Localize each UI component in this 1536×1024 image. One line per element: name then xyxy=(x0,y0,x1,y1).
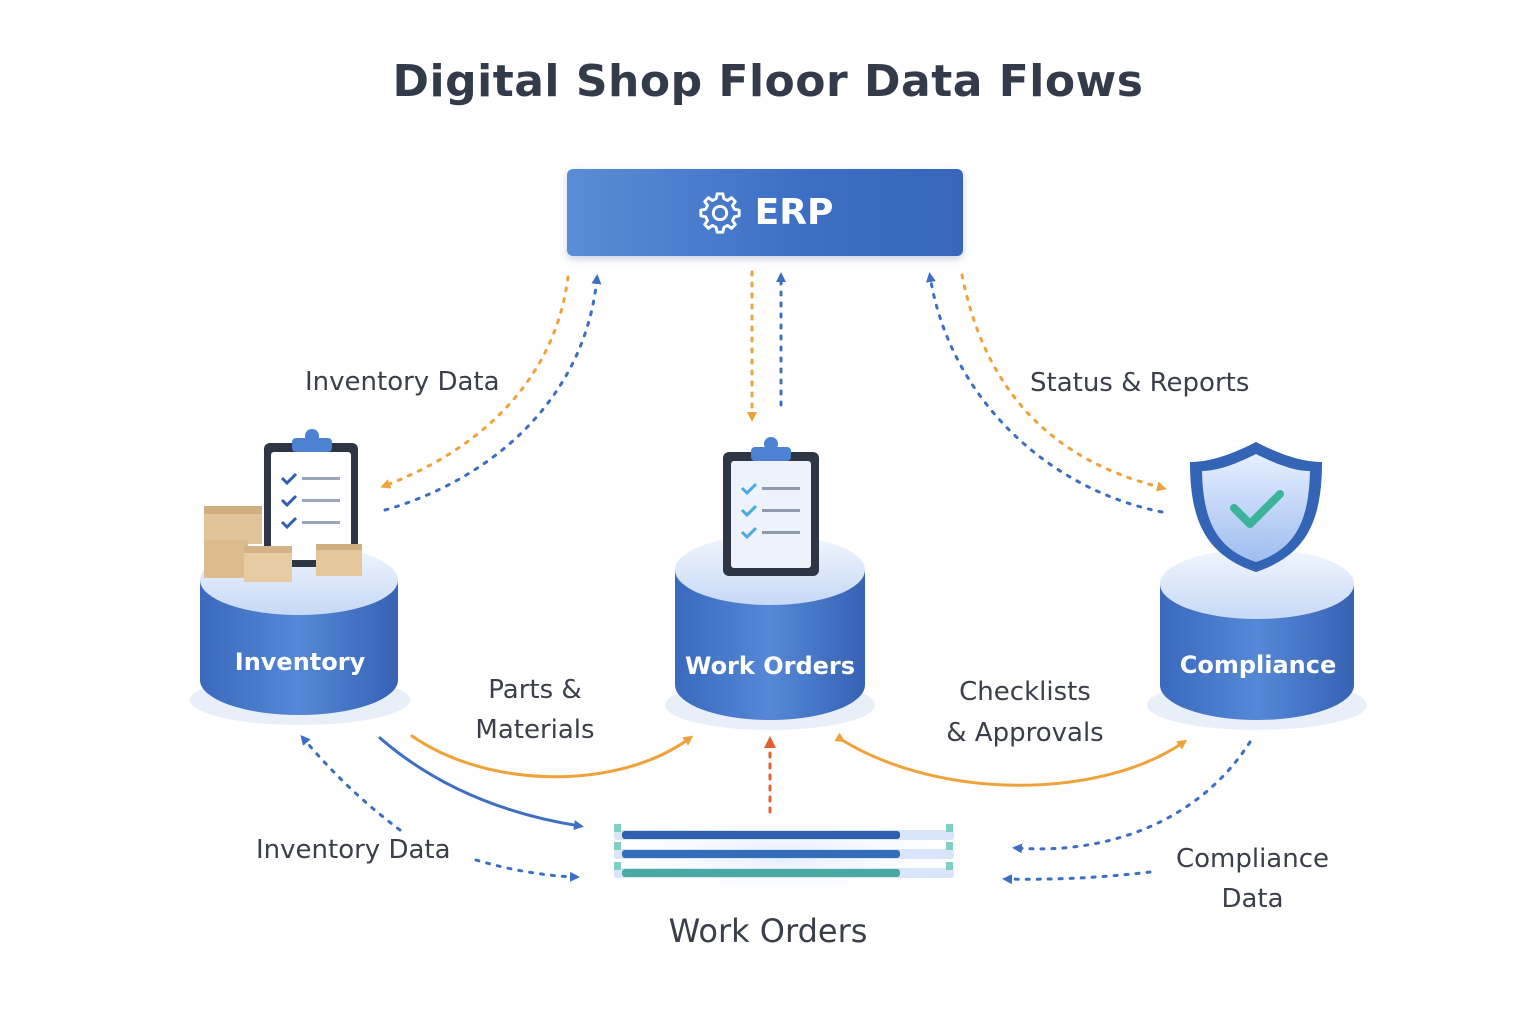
checklists-label-line1: Checklists xyxy=(959,677,1091,707)
erp-compliance-flow-label: Status & Reports xyxy=(1030,368,1250,398)
clipboard-icon xyxy=(723,437,819,576)
inventory-label: Inventory xyxy=(234,648,366,676)
list-to-inventory-arrow xyxy=(300,734,402,832)
compliance-label: Compliance xyxy=(1179,651,1337,679)
parts-materials-label-line2: Materials xyxy=(475,715,595,745)
work-orders-label: Work Orders xyxy=(684,652,856,680)
clipboard-boxes-icon xyxy=(204,429,362,582)
compliance-to-list-arrow xyxy=(1012,740,1252,854)
erp-to-inventory-arrow xyxy=(380,275,570,489)
checklists-approvals-arrow xyxy=(834,732,1188,787)
list-bar-fill xyxy=(622,869,900,877)
inventory-data-bottom-label: Inventory Data xyxy=(256,835,451,865)
work-orders-list-title: Work Orders xyxy=(668,912,868,950)
inventory-to-list-arrow xyxy=(378,736,584,831)
inventory-data-bottom-arrow xyxy=(474,858,580,882)
erp-box: ERP xyxy=(567,169,963,256)
work-orders-node xyxy=(665,437,875,730)
compliance-to-erp-arrow xyxy=(926,272,1164,514)
parts-materials-arrow xyxy=(410,734,694,779)
compliance-data-arrow xyxy=(1002,870,1152,885)
page-title: Digital Shop Floor Data Flows xyxy=(392,56,1144,107)
list-bar-fill xyxy=(622,831,900,839)
compliance-data-label-line2: Data xyxy=(1221,884,1284,914)
work-order-list xyxy=(570,810,1000,900)
shield-check-icon xyxy=(1190,442,1322,572)
checklists-label-line2: & Approvals xyxy=(946,718,1104,748)
erp-inventory-flow-label: Inventory Data xyxy=(305,367,500,397)
erp-label: ERP xyxy=(754,192,834,233)
list-bar-fill xyxy=(622,850,900,858)
parts-materials-label-line1: Parts & xyxy=(488,675,582,705)
inventory-to-erp-arrow xyxy=(383,274,602,512)
gear-icon xyxy=(699,191,741,234)
erp-to-compliance-arrow xyxy=(960,273,1167,492)
compliance-data-label-line1: Compliance xyxy=(1175,844,1330,874)
compliance-node xyxy=(1147,442,1367,730)
inventory-node xyxy=(190,429,410,725)
